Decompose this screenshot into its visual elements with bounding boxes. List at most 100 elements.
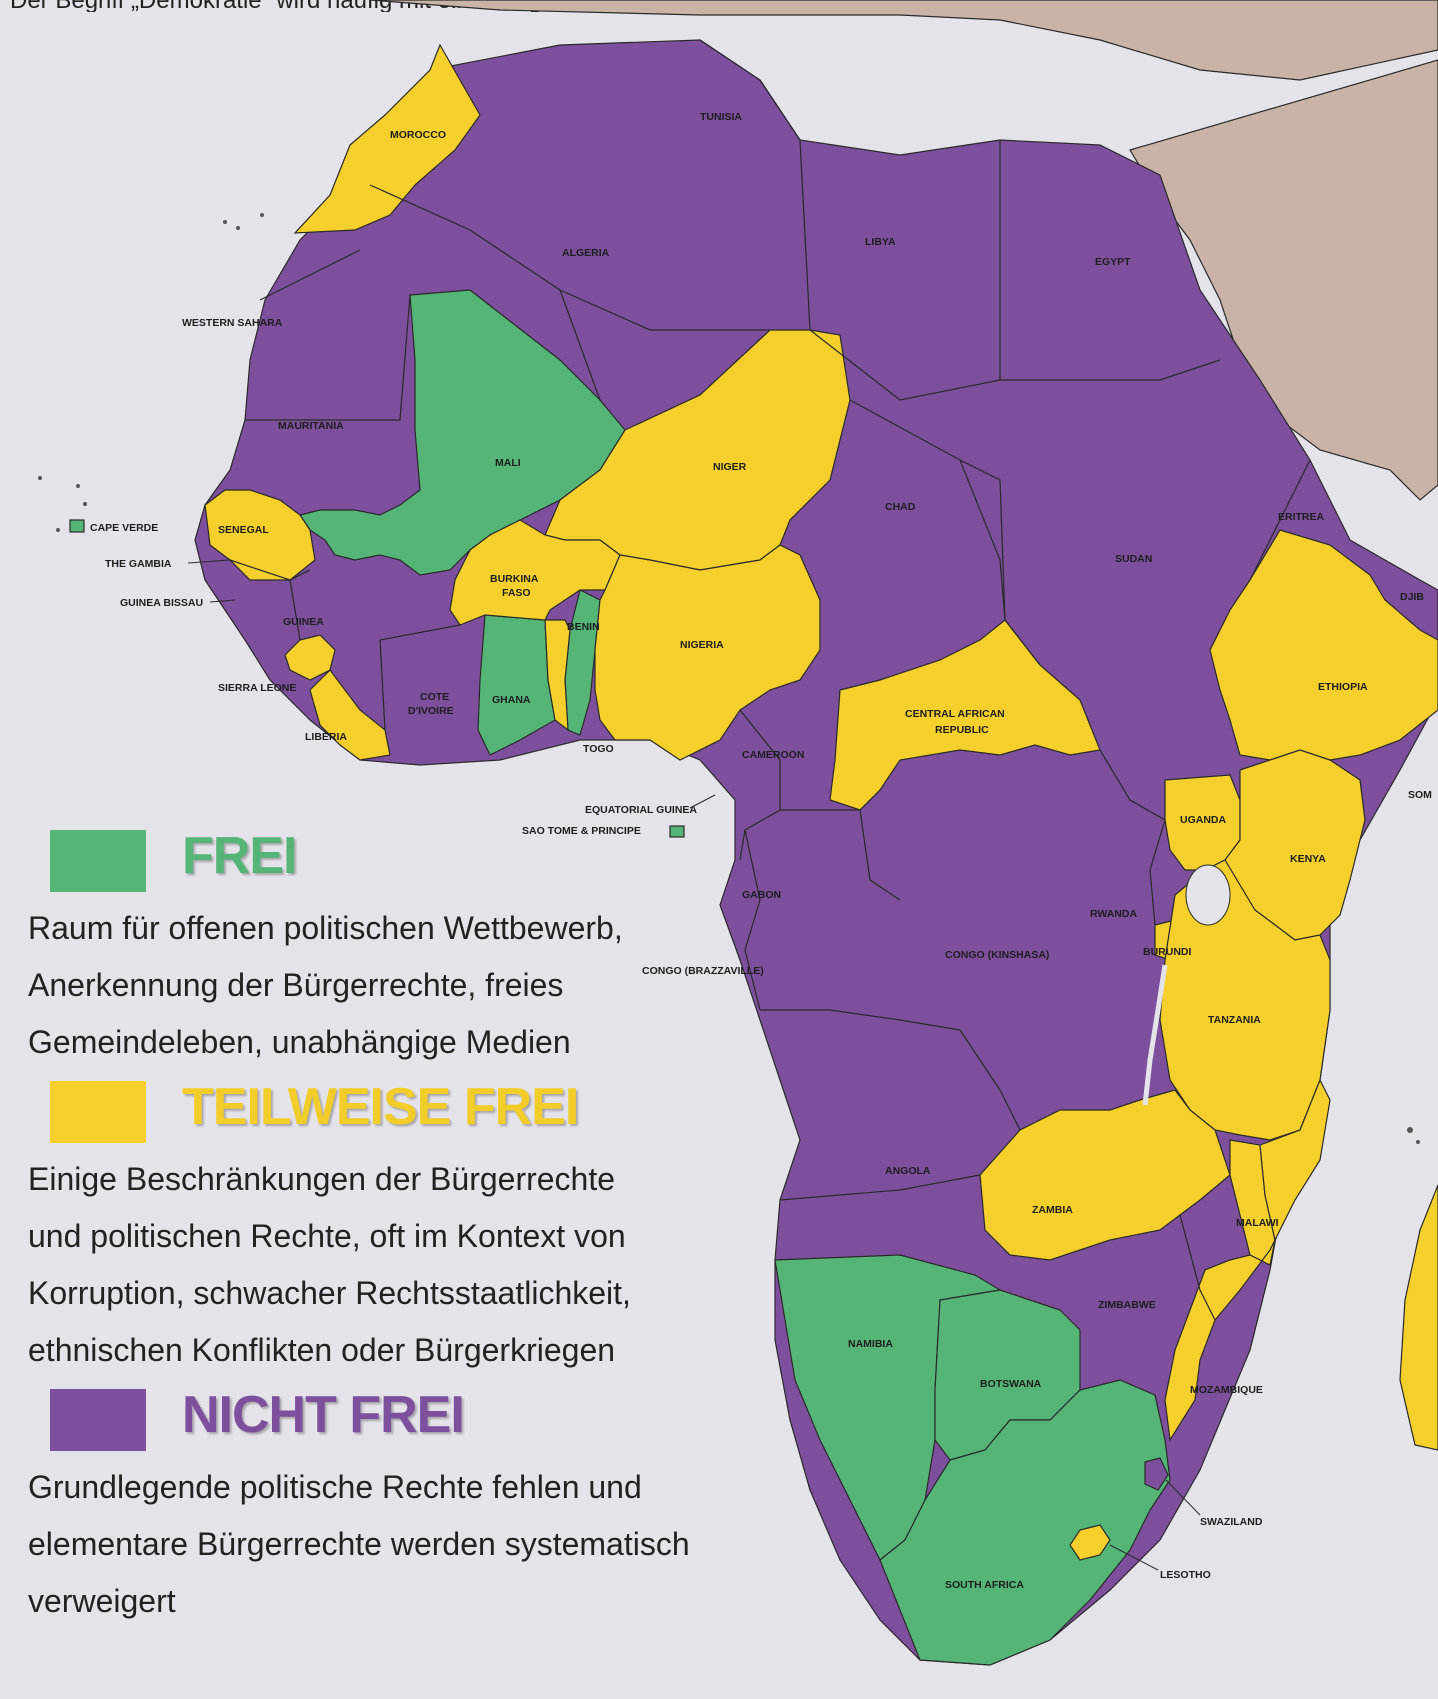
legend-partly-free: TEILWEISE FREI: [24, 1071, 824, 1151]
label-eritrea: ERITREA: [1278, 511, 1325, 523]
label-congo-brazzaville: CONGO (BRAZZAVILLE): [642, 965, 764, 977]
legend-partly-free-title: TEILWEISE FREI: [182, 1078, 579, 1136]
label-zambia: ZAMBIA: [1032, 1204, 1073, 1216]
label-zimbabwe: ZIMBABWE: [1098, 1299, 1156, 1311]
south-africa: [879, 1379, 1171, 1666]
label-car-2: REPUBLIC: [935, 724, 989, 736]
label-lesotho: LESOTHO: [1160, 1569, 1211, 1581]
legend-free-line: Raum für offenen politischen Wettbewerb,: [28, 910, 623, 946]
label-algeria: ALGERIA: [562, 247, 610, 259]
lake-tanganyika: [1142, 964, 1168, 1106]
label-morocco: MOROCCO: [390, 129, 446, 141]
legend-partly-free-line: und politischen Rechte, oft im Kontext v…: [28, 1218, 626, 1254]
legend-free: FREI: [24, 820, 824, 900]
legend-partly-free-line: ethnischen Konflikten oder Bürgerkriegen: [28, 1332, 616, 1368]
legend-not-free-title: NICHT FREI: [182, 1386, 465, 1444]
namibia: [774, 1254, 1002, 1561]
label-cote-divoire-1: COTE: [420, 691, 449, 703]
label-burkina-faso-2: FASO: [502, 587, 531, 599]
legend-free-title: FREI: [182, 827, 297, 885]
label-western-sahara: WESTERN SAHARA: [182, 317, 283, 329]
label-botswana: BOTSWANA: [980, 1378, 1042, 1390]
senegal: [204, 489, 316, 581]
legend-free-line: Anerkennung der Bürgerrechte, freies: [28, 967, 564, 1003]
label-tanzania: TANZANIA: [1208, 1014, 1261, 1026]
label-gabon: GABON: [742, 889, 781, 901]
label-benin: BENIN: [567, 621, 600, 633]
label-cote-divoire-2: D'IVOIRE: [408, 705, 454, 717]
lake-victoria: [1185, 864, 1231, 926]
liberia: [309, 669, 391, 761]
legend-not-free-desc: Grundlegende politische Rechte fehlen un…: [24, 1459, 824, 1630]
country-borders: [229, 39, 1311, 1321]
label-burundi: BURUNDI: [1143, 946, 1191, 958]
legend-not-free-line: elementare Bürgerrechte werden systemati…: [28, 1526, 690, 1562]
label-ethiopia: ETHIOPIA: [1318, 681, 1368, 693]
togo: [544, 619, 571, 732]
label-somalia: SOM: [1408, 789, 1432, 801]
label-tunisia: TUNISIA: [700, 111, 742, 123]
middle-east-landmass: [1129, 59, 1438, 501]
swaziland: [1144, 1457, 1169, 1491]
legend-not-free-line: verweigert: [28, 1583, 176, 1619]
legend-free-line: Gemeindeleben, unabhängige Medien: [28, 1024, 571, 1060]
label-guinea-bissau: GUINEA BISSAU: [120, 597, 203, 609]
legend-free-swatch: [50, 830, 146, 892]
mozambique: [1164, 1078, 1331, 1442]
label-sao-tome: SAO TOME & PRINCIPE: [522, 825, 641, 837]
morocco: [293, 43, 481, 234]
label-burkina-faso-1: BURKINA: [490, 573, 539, 585]
legend-partly-free-desc: Einige Beschränkungen der Bürgerrechte u…: [24, 1151, 824, 1379]
label-uganda: UGANDA: [1180, 814, 1226, 826]
zambia: [979, 1089, 1231, 1261]
label-swaziland: SWAZILAND: [1200, 1516, 1263, 1528]
label-the-gambia: THE GAMBIA: [105, 558, 172, 570]
label-libya: LIBYA: [865, 236, 896, 248]
label-car-1: CENTRAL AFRICAN: [905, 708, 1005, 720]
label-nigeria: NIGERIA: [680, 639, 724, 651]
central-african-republic: [829, 619, 1101, 811]
label-mali: MALI: [495, 457, 521, 469]
label-rwanda: RWANDA: [1090, 908, 1137, 920]
sierra-leone: [284, 634, 336, 681]
label-sudan: SUDAN: [1115, 553, 1152, 565]
label-togo: TOGO: [583, 743, 614, 755]
kenya: [1224, 749, 1366, 941]
islands: [38, 213, 1420, 1144]
burkina-faso: [449, 519, 621, 626]
leader-lines: [187, 559, 1201, 1571]
label-sierra-leone: SIERRA LEONE: [218, 682, 296, 694]
sao-tome-marker: [669, 825, 685, 838]
legend: FREI Raum für offenen politischen Wettbe…: [24, 820, 824, 1630]
label-cape-verde: CAPE VERDE: [90, 522, 158, 534]
label-south-africa: SOUTH AFRICA: [945, 1579, 1024, 1591]
label-malawi: MALAWI: [1236, 1217, 1279, 1229]
label-namibia: NAMIBIA: [848, 1338, 893, 1350]
label-guinea: GUINEA: [283, 616, 324, 628]
madagascar-landmass: [1399, 1184, 1438, 1451]
legend-partly-free-line: Einige Beschränkungen der Bürgerrechte: [28, 1161, 616, 1197]
label-mauritania: MAURITANIA: [278, 420, 344, 432]
label-djibouti: DJIB: [1400, 591, 1424, 603]
legend-partly-free-swatch: [50, 1081, 146, 1143]
legend-partly-free-line: Korruption, schwacher Rechtsstaatlichkei…: [28, 1275, 631, 1311]
label-equatorial-guinea: EQUATORIAL GUINEA: [585, 804, 697, 816]
legend-free-desc: Raum für offenen politischen Wettbewerb,…: [24, 900, 824, 1071]
label-cameroon: CAMEROON: [742, 749, 804, 761]
legend-not-free-line: Grundlegende politische Rechte fehlen un…: [28, 1469, 642, 1505]
cape-verde-marker: [69, 519, 85, 533]
label-niger: NIGER: [713, 461, 747, 473]
label-ghana: GHANA: [492, 694, 531, 706]
label-kenya: KENYA: [1290, 853, 1326, 865]
label-chad: CHAD: [885, 501, 916, 513]
label-egypt: EGYPT: [1095, 256, 1131, 268]
legend-not-free: NICHT FREI: [24, 1379, 824, 1459]
label-senegal: SENEGAL: [218, 524, 269, 536]
label-angola: ANGOLA: [885, 1165, 931, 1177]
label-congo-kinshasa: CONGO (KINSHASA): [945, 949, 1049, 961]
label-mozambique: MOZAMBIQUE: [1190, 1384, 1263, 1396]
europe-landmass: [369, 0, 1438, 81]
lesotho: [1069, 1524, 1111, 1561]
